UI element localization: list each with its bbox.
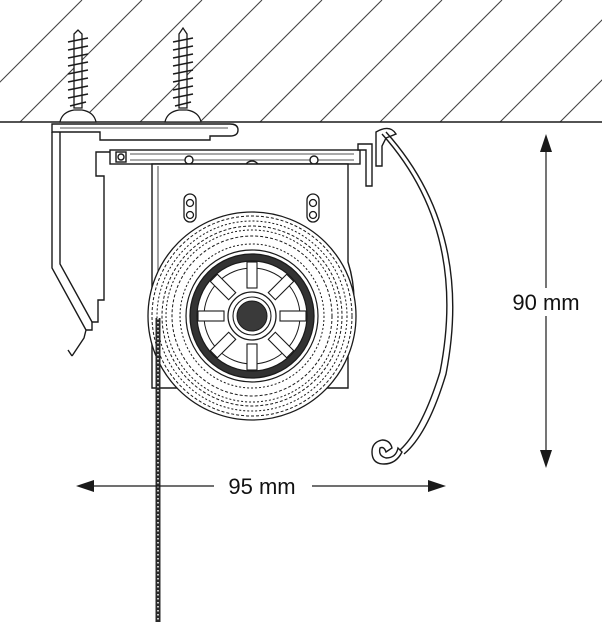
dimension-height: 90 mm bbox=[500, 134, 592, 468]
mounting-rail bbox=[51, 123, 239, 141]
screw-right bbox=[164, 26, 202, 127]
roller-hub bbox=[227, 291, 277, 341]
dimension-width: 95 mm bbox=[76, 472, 446, 500]
screw-left bbox=[59, 29, 97, 127]
width-dimension-label: 95 mm bbox=[228, 474, 295, 499]
bracket-slot-right bbox=[306, 193, 320, 223]
end-cap-spokes bbox=[197, 261, 307, 371]
bracket-slot-left bbox=[183, 193, 197, 223]
height-dimension-label: 90 mm bbox=[512, 290, 579, 315]
front-clip bbox=[357, 127, 398, 187]
ceiling bbox=[0, 0, 602, 123]
housing-left-profile bbox=[51, 132, 110, 357]
ceiling-hatching bbox=[0, 0, 602, 122]
bottom-rail-hook bbox=[371, 439, 403, 465]
front-cover bbox=[381, 131, 454, 455]
